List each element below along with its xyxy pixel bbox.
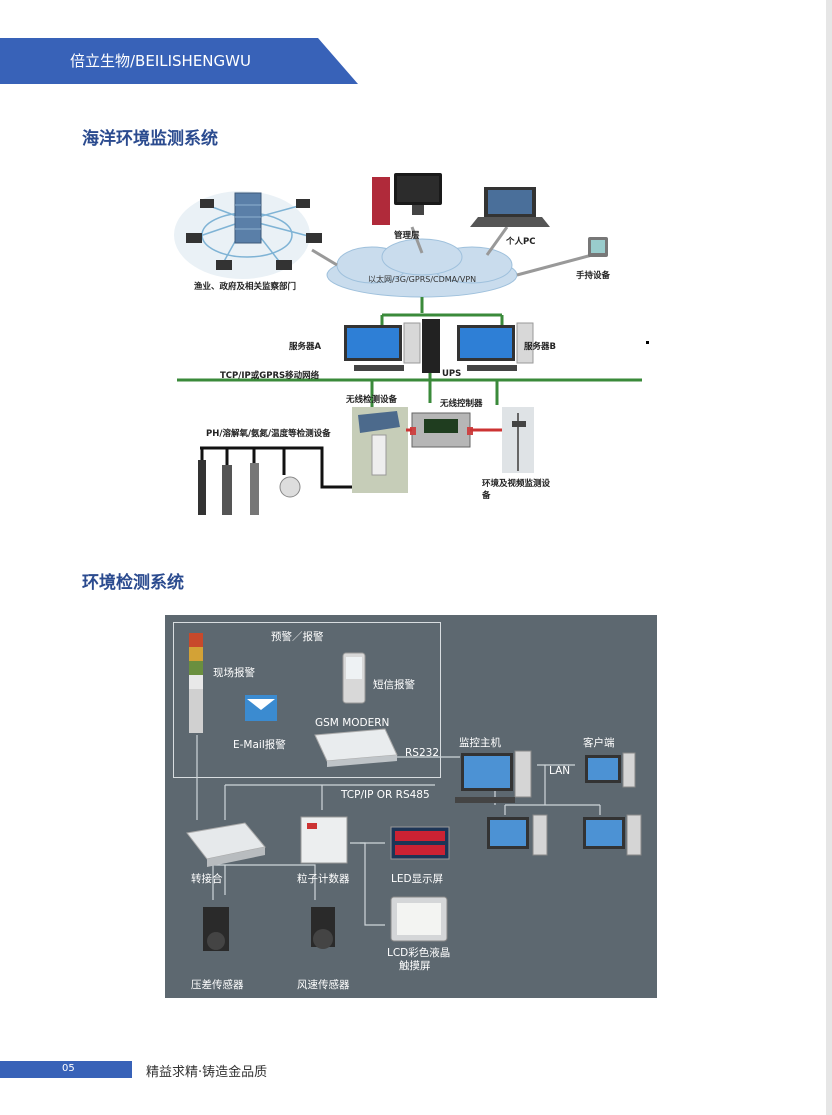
client-pc-3-icon [583,814,642,856]
pressure-sensor-icon [203,907,229,951]
label-ph-devices: PH/溶解氧/氨氮/温度等检测设备 [206,429,331,439]
label-network: TCP/IP或GPRS移动网络 [220,371,320,381]
label-lcd-1: LCD彩色液晶 [387,947,451,959]
server-a-icon [344,322,421,371]
gsm-modem-icon [314,728,398,767]
label-env-video-2: 备 [482,491,491,501]
wireless-controller-icon [410,412,473,448]
marine-diagram-graphic [174,173,649,515]
label-management: 管理层 [394,231,420,241]
lan-lines [380,297,504,325]
wireless-detection-device-photo [352,407,408,493]
section-title-marine: 海洋环境监测系统 [82,129,218,149]
environment-diagram-graphic [186,633,642,951]
cloud-shape [326,238,518,298]
lcd-touchscreen-icon [390,896,448,942]
header-band-shape [0,38,358,84]
alarm-group-box [173,622,441,778]
dot-mark [646,341,649,344]
server-b-icon [457,322,534,371]
marine-monitoring-diagram: 渔业、政府及相关监察部门 管理层 个人PC 手持设备 以太网/3G/GPRS/C… [172,165,662,517]
label-email-alarm: E-Mail报警 [233,739,286,751]
label-site-alarm: 现场报警 [213,667,255,679]
label-server-b: 服务器B [524,342,556,352]
junction-box-icon [186,822,266,867]
page-number: 05 [62,1063,75,1074]
particle-counter-icon [300,816,348,864]
mobile-phone-icon [342,652,366,704]
signal-tower-light-icon [189,633,203,733]
ups-icon [422,319,440,373]
label-client: 客户端 [583,737,615,749]
label-cloud: 以太网/3G/GPRS/CDMA/VPN [368,275,477,284]
label-lan: LAN [549,765,571,777]
label-led: LED显示屏 [391,873,444,885]
client-pc-2-icon [487,814,548,856]
label-lcd-2: 触摸屏 [399,960,431,972]
label-junction: 转接合 [191,873,223,885]
label-wireless-controller: 无线控制器 [440,399,483,409]
laptop-icon [470,187,550,227]
central-server-icon [234,192,262,244]
label-personal-pc: 个人PC [506,237,536,247]
label-handheld: 手持设备 [576,271,611,281]
footer-slogan: 精益求精·铸造金品质 [146,1065,268,1080]
label-wind-sensor: 风速传感器 [297,979,350,991]
page-edge [826,0,832,1115]
header-title: 倍立生物/BEILISHENGWU [70,52,251,70]
department-laptop-icons [186,199,322,270]
label-alarm: 预警／报警 [271,631,324,643]
management-desktop-icon [372,173,442,225]
led-display-icon [390,826,450,860]
label-departments: 渔业、政府及相关监察部门 [194,282,297,292]
label-host: 监控主机 [459,737,501,749]
label-env-video: 环境及视频监测设 [482,479,551,489]
label-tcpip: TCP/IP OR RS485 [341,789,430,801]
label-ups: UPS [442,369,462,379]
bus-drops [370,373,499,410]
label-pressure-sensor: 压差传感器 [191,979,244,991]
environment-video-monitor-photo [502,407,534,473]
label-sms-alarm: 短信报警 [373,679,415,691]
label-particle-counter: 粒子计数器 [297,873,350,885]
wind-sensor-icon [311,907,335,949]
section-title-environment: 环境检测系统 [82,573,184,593]
probe-icons [198,460,301,515]
label-gsm: GSM MODERN [315,717,390,729]
client-pc-icon [585,752,636,788]
monitoring-host-icon [455,750,532,803]
header-band: 倍立生物/BEILISHENGWU [0,38,358,84]
handheld-device-icon [588,237,608,257]
label-rs232: RS232 [405,747,440,759]
probe-wiring [200,446,352,489]
label-wireless-detect: 无线检测设备 [346,395,398,405]
environment-detection-diagram: 预警／报警 现场报警 短信报警 E-Mail报警 GSM MODERN RS23… [165,615,657,998]
label-server-a: 服务器A [289,342,322,352]
email-icon [245,695,277,721]
footer-bar: 05 [0,1061,132,1078]
cloud-links [311,226,593,277]
